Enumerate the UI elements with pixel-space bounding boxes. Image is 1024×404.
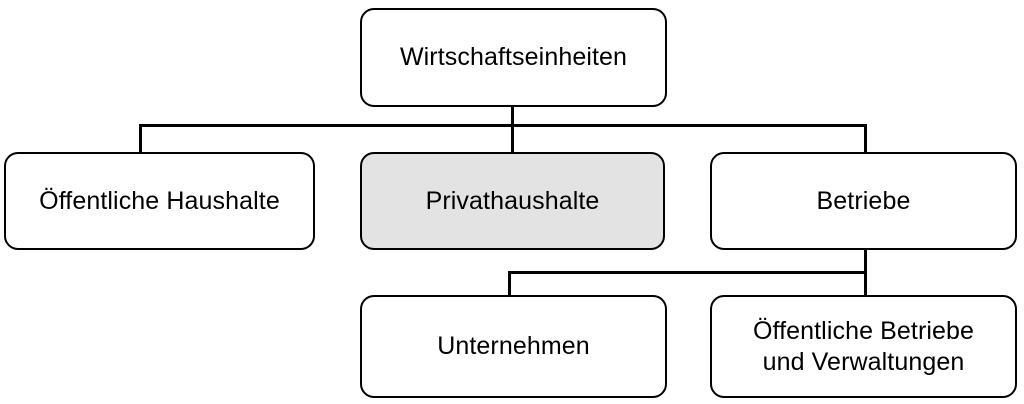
node-privathaushalte-label: Privathaushalte: [425, 186, 600, 215]
edge-level3-horizontal-bar: [508, 271, 867, 274]
edge-to-public-operations: [864, 271, 867, 297]
node-unternehmen[interactable]: Unternehmen: [360, 295, 667, 398]
node-betriebe-label: Betriebe: [816, 186, 911, 215]
edge-to-private-households: [511, 124, 514, 154]
node-privathaushalte[interactable]: Privathaushalte: [360, 152, 665, 250]
node-wirtschaftseinheiten[interactable]: Wirtschaftseinheiten: [360, 8, 667, 107]
edge-level2-horizontal-bar: [139, 124, 867, 127]
node-betriebe[interactable]: Betriebe: [710, 152, 1017, 250]
node-unternehmen-label: Unternehmen: [437, 332, 590, 361]
node-wirtschaftseinheiten-label: Wirtschaftseinheiten: [399, 43, 628, 72]
node-oeffentliche-betriebe-und-verwaltungen[interactable]: Öffentliche Betriebe und Verwaltungen: [710, 295, 1017, 398]
node-oeffentliche-haushalte[interactable]: Öffentliche Haushalte: [4, 152, 315, 250]
node-oeffentliche-haushalte-label: Öffentliche Haushalte: [39, 186, 280, 215]
edge-to-betriebe: [864, 124, 867, 154]
edge-root-to-level2-stem: [511, 105, 514, 127]
node-oeffentliche-betriebe-und-verwaltungen-label: Öffentliche Betriebe und Verwaltungen: [752, 317, 975, 376]
edge-betriebe-to-level3-stem: [864, 248, 867, 274]
edge-to-unternehmen: [508, 271, 511, 297]
edge-to-public-households: [139, 124, 142, 154]
